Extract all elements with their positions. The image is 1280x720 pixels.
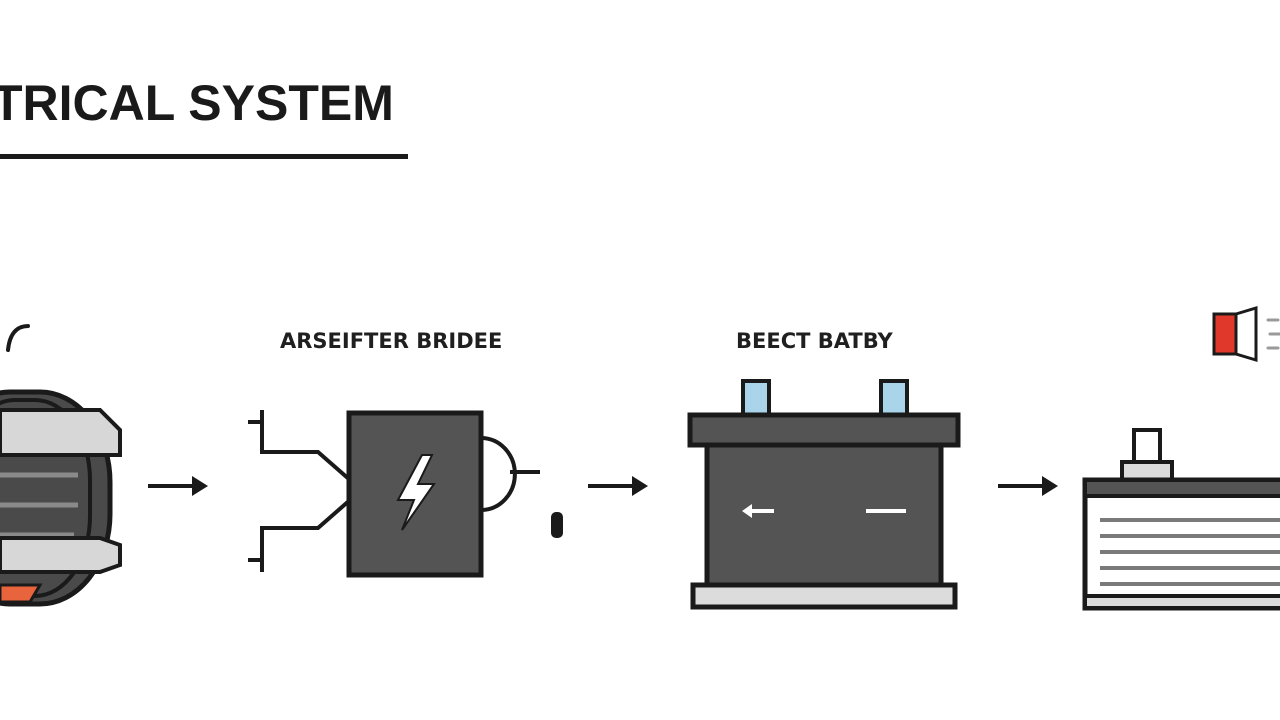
battery-label: BEECT BATBY xyxy=(736,329,893,353)
battery-negative-mark xyxy=(742,504,774,518)
flow-arrow-2 xyxy=(588,476,648,496)
battery-icon xyxy=(687,379,961,610)
load-device-icon xyxy=(1082,428,1280,611)
rectifier-bridge-icon xyxy=(248,410,563,578)
flow-arrow-3 xyxy=(998,476,1058,496)
flow-arrow-1 xyxy=(148,476,208,496)
diagram-title: TRICAL SYSTEM xyxy=(0,75,394,131)
lightning-bolt-icon xyxy=(396,454,436,531)
alternator-icon xyxy=(0,324,122,607)
horn-icon xyxy=(1212,305,1280,363)
rectifier-bridge-label: ARSEIFTER BRIDEE xyxy=(280,329,503,353)
title-underline xyxy=(0,154,408,159)
